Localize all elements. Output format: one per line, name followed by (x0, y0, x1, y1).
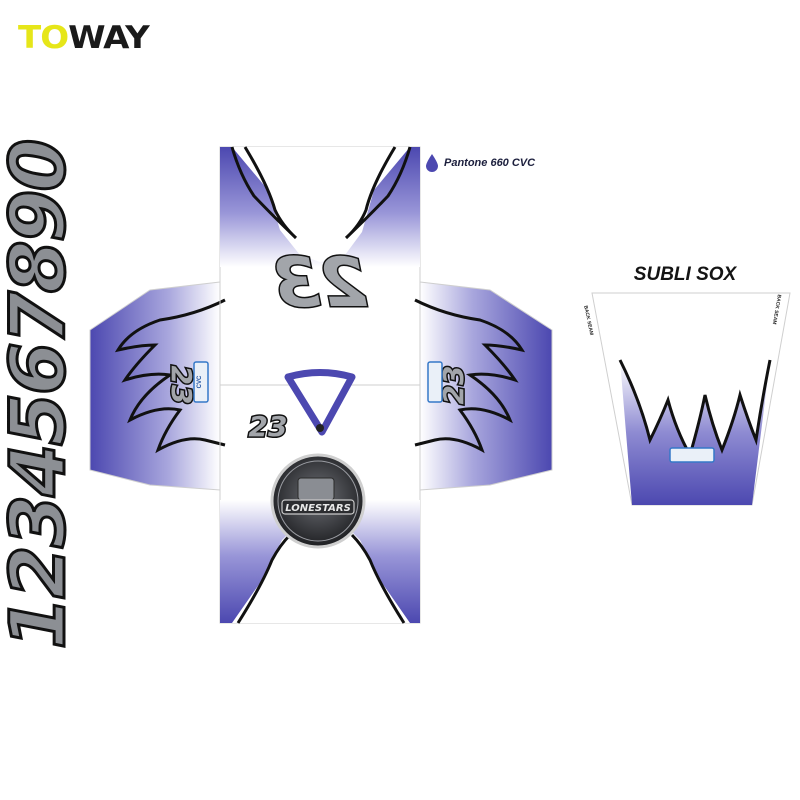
svg-text:CVC: CVC (197, 375, 203, 388)
sponsor-patch-left: CVC (193, 361, 209, 403)
pantone-label: Pantone 660 CVC (424, 153, 535, 173)
svg-text:LONESTARS: LONESTARS (285, 503, 351, 514)
left-sleeve-number: 23 (165, 366, 198, 405)
crest-logo: LONESTARS (270, 453, 366, 549)
sox-title: SUBLI SOX (633, 264, 737, 285)
front-number: 23 (249, 410, 288, 443)
back-number: 23 (273, 244, 368, 323)
neckline (284, 369, 356, 436)
right-sleeve (414, 281, 553, 491)
toway-logo: TOWAY (18, 19, 150, 57)
sponsor-patch-right (427, 361, 443, 403)
drop-icon (426, 154, 438, 172)
left-sleeve (89, 281, 226, 491)
sock-template (591, 292, 791, 506)
